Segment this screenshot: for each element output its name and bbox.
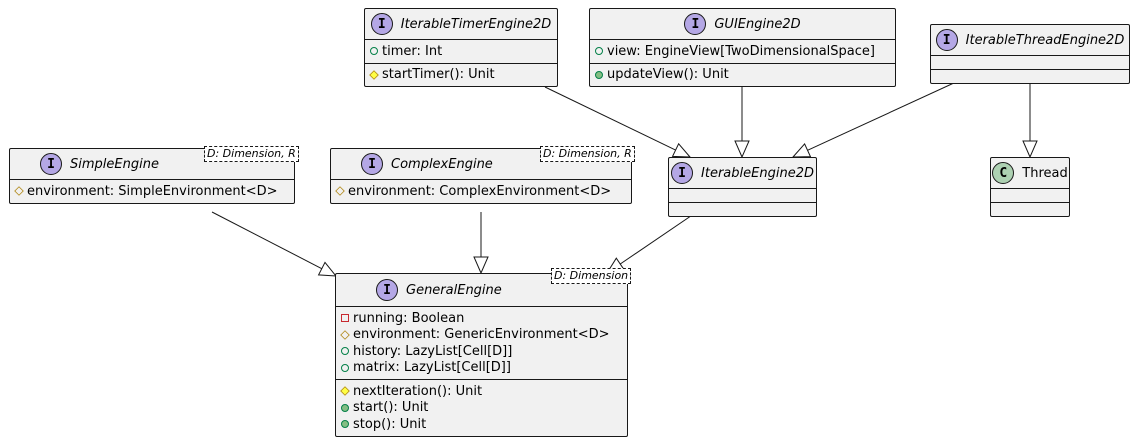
interface-icon: I <box>370 13 393 35</box>
public-visibility-icon <box>341 347 349 356</box>
public-visibility-icon <box>370 47 378 56</box>
fields-section: timer: Int <box>365 39 557 63</box>
class-name: IterableTimerEngine2D <box>400 16 552 32</box>
class-name: SimpleEngine <box>70 156 159 172</box>
generalization-edge <box>211 211 323 270</box>
method-row: nextIteration(): Unit <box>340 383 622 400</box>
methods-section <box>669 202 816 216</box>
method-text: nextIteration(): Unit <box>353 383 483 399</box>
class-guiengine2d[interactable]: I GUIEngine2D view: EngineView[TwoDimens… <box>589 8 896 87</box>
class-simpleengine[interactable]: I SimpleEngine environment: SimpleEnviro… <box>9 148 295 204</box>
fields-section: environment: SimpleEnvironment<D> <box>10 179 294 203</box>
protected-visibility-icon <box>369 69 379 80</box>
methods-section: startTimer(): Unit <box>365 62 557 87</box>
fields-section <box>931 55 1129 69</box>
class-generalengine[interactable]: I GeneralEngine running: Boolean environ… <box>335 273 628 437</box>
interface-icon: I <box>361 153 383 175</box>
interface-icon: I <box>376 279 398 301</box>
generalization-arrowhead <box>317 261 338 277</box>
field-text: running: Boolean <box>353 310 465 326</box>
class-iterabletimerengine2d[interactable]: I IterableTimerEngine2D timer: Int start… <box>364 8 558 87</box>
method-text: updateView(): Unit <box>607 67 729 83</box>
field-text: environment: GenericEnvironment<D> <box>353 327 610 343</box>
method-row: stop(): Unit <box>341 416 622 433</box>
public-visibility-icon <box>341 403 349 412</box>
class-name: IterableThreadEngine2D <box>965 32 1125 48</box>
generalization-edge <box>544 86 676 151</box>
class-name: Thread <box>1022 165 1068 181</box>
method-row: updateView(): Unit <box>595 67 890 84</box>
class-name: IterableEngine2D <box>701 165 814 181</box>
generalization-edge <box>807 70 981 151</box>
method-row: startTimer(): Unit <box>369 67 552 84</box>
type-parameter-label: D: Dimension, R <box>204 146 299 162</box>
field-text: view: EngineView[TwoDimensionalSpace] <box>607 43 875 59</box>
field-row: environment: GenericEnvironment<D> <box>340 327 622 344</box>
class-name: GUIEngine2D <box>714 16 801 32</box>
field-row: history: LazyList[Cell[D]] <box>341 343 622 360</box>
field-row: view: EngineView[TwoDimensionalSpace] <box>595 43 890 60</box>
class-iterablethreadengine2d[interactable]: I IterableThreadEngine2D <box>930 24 1130 84</box>
class-name: GeneralEngine <box>406 282 502 298</box>
fields-section: running: Boolean environment: GenericEnv… <box>336 306 627 379</box>
fields-section: view: EngineView[TwoDimensionalSpace] <box>590 39 895 63</box>
field-row: timer: Int <box>370 43 552 60</box>
methods-section <box>931 69 1129 83</box>
public-visibility-icon <box>341 420 349 429</box>
interface-icon: I <box>935 29 958 51</box>
type-parameter-label: D: Dimension <box>551 268 632 284</box>
field-text: timer: Int <box>382 43 443 59</box>
type-parameter-label: D: Dimension, R <box>540 146 635 162</box>
method-text: startTimer(): Unit <box>382 67 495 83</box>
generalization-arrowhead <box>734 140 750 159</box>
protected-visibility-icon <box>340 329 350 340</box>
generalization-arrowhead <box>791 143 812 158</box>
public-visibility-icon <box>341 363 349 372</box>
interface-icon: I <box>40 153 62 175</box>
methods-section <box>991 202 1069 216</box>
generalization-arrowhead <box>1022 140 1038 159</box>
field-text: history: LazyList[Cell[D]] <box>353 343 513 359</box>
protected-visibility-icon <box>340 386 350 397</box>
method-text: start(): Unit <box>353 400 429 416</box>
field-text: environment: SimpleEnvironment<D> <box>27 183 278 199</box>
generalization-arrowhead <box>473 256 489 275</box>
class-icon: C <box>992 162 1015 184</box>
fields-section <box>669 188 816 202</box>
private-visibility-icon <box>341 314 349 323</box>
class-name: ComplexEngine <box>391 156 493 172</box>
fields-section: environment: ComplexEnvironment<D> <box>331 179 631 203</box>
public-visibility-icon <box>595 70 603 79</box>
field-row: environment: ComplexEnvironment<D> <box>335 183 626 200</box>
methods-section: nextIteration(): Unit start(): Unit stop… <box>336 379 627 436</box>
field-row: matrix: LazyList[Cell[D]] <box>341 360 622 377</box>
class-thread[interactable]: C Thread <box>990 157 1070 217</box>
public-visibility-icon <box>595 47 603 56</box>
field-text: matrix: LazyList[Cell[D]] <box>353 360 511 376</box>
protected-visibility-icon <box>335 186 345 197</box>
method-row: start(): Unit <box>341 400 622 417</box>
class-iterableengine2d[interactable]: I IterableEngine2D <box>668 157 817 217</box>
methods-section: updateView(): Unit <box>590 62 895 87</box>
interface-icon: I <box>684 13 707 35</box>
protected-visibility-icon <box>14 186 24 197</box>
field-text: environment: ComplexEnvironment<D> <box>348 183 612 199</box>
field-row: environment: SimpleEnvironment<D> <box>14 183 289 200</box>
generalization-arrowhead <box>671 142 692 158</box>
interface-icon: I <box>671 162 694 184</box>
field-row: running: Boolean <box>341 310 622 327</box>
method-text: stop(): Unit <box>353 416 427 432</box>
fields-section <box>991 188 1069 202</box>
